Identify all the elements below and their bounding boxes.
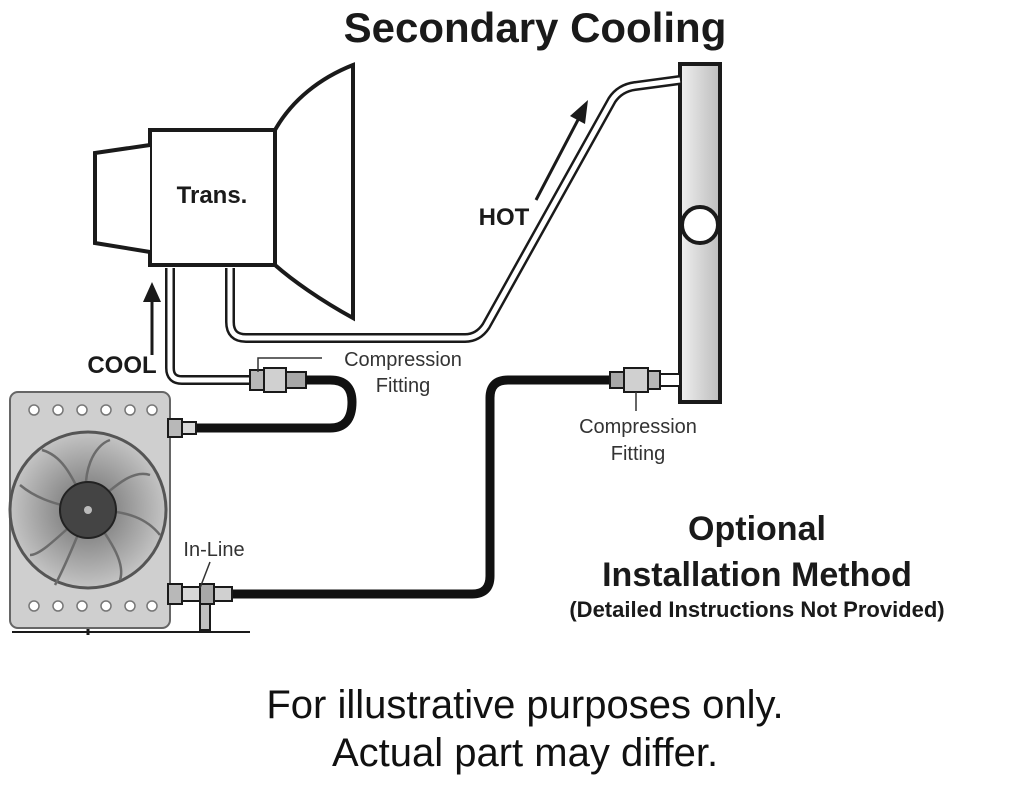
compression-fitting-top-label-1: Compression [344,349,462,371]
bell-housing [273,62,355,322]
cool-label: COOL [87,352,156,379]
hose-cooler-return [195,375,357,433]
radiator-filler-cap [680,205,720,245]
arrow-diagonal-icon [534,100,588,201]
leader-inline [199,561,211,589]
oil-cooler [8,391,250,635]
arrow-up-icon [143,282,161,355]
leader-compression-top [257,357,322,372]
inline-label: In-Line [183,539,244,561]
hot-line [225,75,681,343]
optional-heading: Optional [688,510,826,548]
trans-label: Trans. [177,182,248,209]
compression-fitting-right [609,367,681,393]
tail-housing [93,143,151,254]
compression-fitting-right-label-1: Compression [579,416,697,438]
compression-fitting-top [249,367,307,393]
compression-fitting-top-label-2: Fitting [376,375,430,397]
compression-fitting-right-label-2: Fitting [611,443,665,465]
page-title: Secondary Cooling [344,4,727,51]
disclaimer-line-2: Actual part may differ. [332,731,718,775]
cool-line [165,268,250,385]
instructions-note: (Detailed Instructions Not Provided) [569,597,944,622]
hot-label: HOT [479,204,530,231]
disclaimer-line-1: For illustrative purposes only. [266,683,783,727]
installation-method-heading: Installation Method [602,556,912,594]
hose-radiator-feed [232,375,612,599]
